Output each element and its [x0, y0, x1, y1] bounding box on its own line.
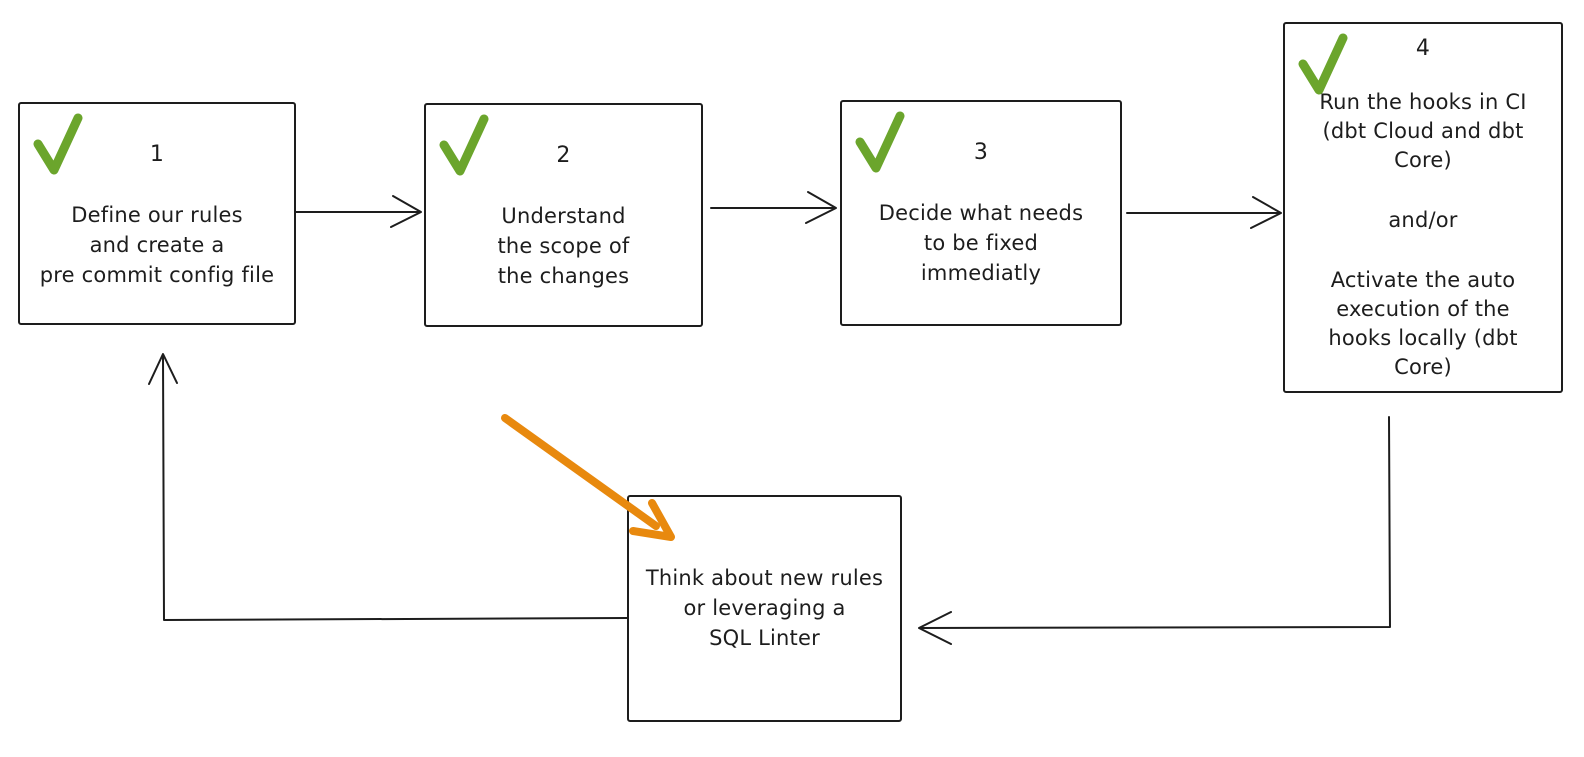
step-text-line: Core) [1394, 148, 1452, 172]
step-text-line: hooks locally (dbt [1328, 326, 1518, 350]
step-text: Run the hooks in CI (dbt Cloud and dbt C… [1285, 88, 1561, 382]
step-number: 3 [973, 140, 989, 165]
arrow-step3-to-step4 [1126, 196, 1282, 229]
step-text: Define our rules and create a pre commit… [20, 200, 294, 290]
step-box-2: 2 Understand the scope of the changes [424, 103, 703, 327]
feedback-text: Think about new rules or leveraging a SQ… [629, 563, 900, 653]
feedback-text-line: Think about new rules [645, 566, 884, 590]
step4-andor-text: and/or [1388, 208, 1458, 232]
arrow-step2-to-step3 [710, 191, 837, 224]
step-text-line: Activate the auto [1330, 268, 1516, 292]
step-text-line: pre commit config file [39, 263, 275, 287]
step-text-line: execution of the [1336, 297, 1510, 321]
step-text-line: Run the hooks in CI [1319, 90, 1527, 114]
arrow-step4-to-feedback [918, 416, 1391, 645]
step-text: Understand the scope of the changes [426, 201, 701, 291]
step-text-line: the changes [497, 264, 630, 288]
arrow-step1-to-step2 [295, 195, 422, 228]
step-text-line: and create a [89, 233, 225, 257]
step-text-line: Core) [1394, 355, 1452, 379]
step4-paragraph-ci: Run the hooks in CI (dbt Cloud and dbt C… [1285, 88, 1561, 175]
step4-paragraph-local: Activate the auto execution of the hooks… [1285, 266, 1561, 382]
step-box-4: 4 Run the hooks in CI (dbt Cloud and dbt… [1283, 22, 1563, 393]
checkmark-icon [33, 113, 83, 175]
step-text-line: (dbt Cloud and dbt [1322, 119, 1524, 143]
checkmark-icon [1298, 33, 1348, 95]
step-text-line: Decide what needs [878, 201, 1084, 225]
feedback-text-line: or leveraging a [683, 596, 846, 620]
step-text-line: Define our rules [71, 203, 243, 227]
step-text-line: to be fixed [923, 231, 1039, 255]
step-number: 1 [149, 142, 165, 167]
step-box-3: 3 Decide what needs to be fixed immediat… [840, 100, 1122, 326]
step-text-line: immediatly [920, 261, 1042, 285]
step-number: 2 [556, 143, 571, 168]
feedback-box: Think about new rules or leveraging a SQ… [627, 495, 902, 722]
step-number: 4 [1415, 36, 1431, 61]
step-text: Decide what needs to be fixed immediatly [842, 198, 1120, 288]
step-text-line: Understand [501, 204, 626, 228]
checkmark-icon [855, 111, 905, 173]
checkmark-icon [439, 114, 489, 176]
arrow-feedback-to-step1 [148, 353, 628, 621]
step-box-1: 1 Define our rules and create a pre comm… [18, 102, 296, 325]
step-text-line: the scope of [497, 234, 630, 258]
feedback-text-line: SQL Linter [709, 626, 820, 650]
